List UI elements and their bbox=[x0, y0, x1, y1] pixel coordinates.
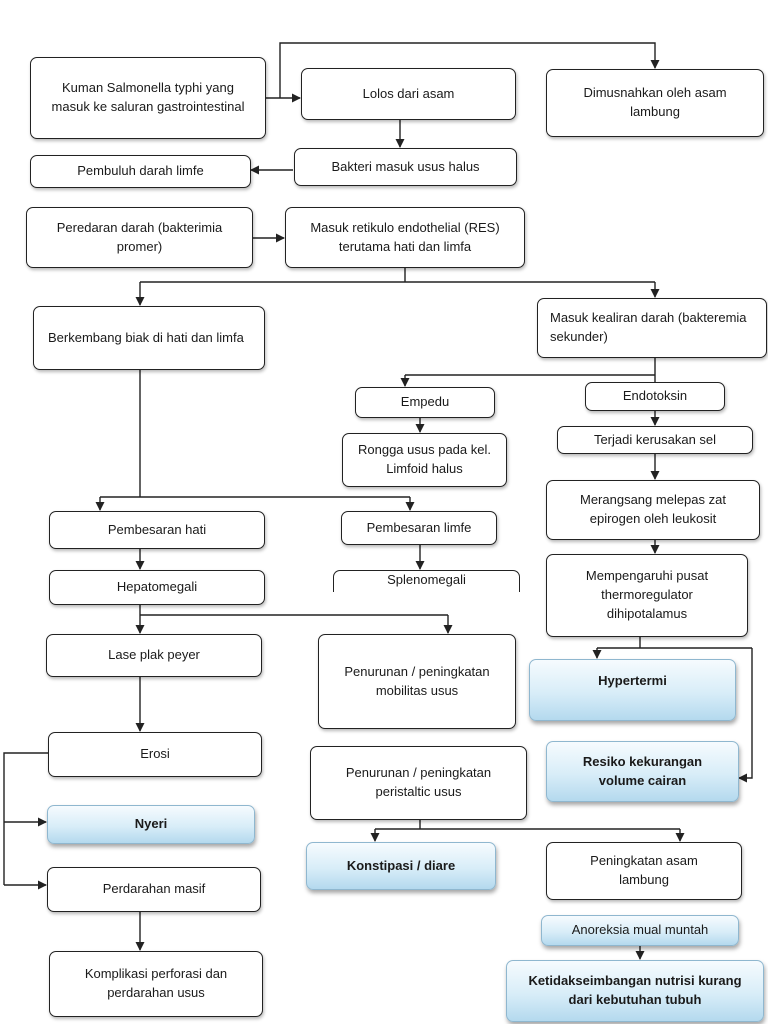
node-hypertermi: Hypertermi bbox=[529, 659, 736, 721]
node-erosi: Erosi bbox=[48, 732, 262, 777]
node-masuk-aliran: Masuk kealiran darah (bakteremia sekunde… bbox=[537, 298, 767, 358]
edge-right-resiko bbox=[738, 648, 753, 783]
node-kuman: Kuman Salmonella typhi yang masuk ke sal… bbox=[30, 57, 266, 139]
node-endotoksin: Endotoksin bbox=[585, 382, 725, 411]
node-dimusnahkan: Dimusnahkan oleh asam lambung bbox=[546, 69, 764, 137]
node-merangsang: Merangsang melepas zat epirogen oleh leu… bbox=[546, 480, 760, 540]
node-pembesaran-limfe: Pembesaran limfe bbox=[341, 511, 497, 545]
node-anoreksia: Anoreksia mual muntah bbox=[541, 915, 739, 946]
node-ketidakseimbangan: Ketidakseimbangan nutrisi kurang dari ke… bbox=[506, 960, 764, 1022]
node-hepatomegali: Hepatomegali bbox=[49, 570, 265, 605]
node-penurunan-peristaltic: Penurunan / peningkatan peristaltic usus bbox=[310, 746, 527, 820]
node-nyeri: Nyeri bbox=[47, 805, 255, 844]
node-masuk-res: Masuk retikulo endothelial (RES) terutam… bbox=[285, 207, 525, 268]
edge-split-berkembang bbox=[140, 281, 655, 305]
node-peningkatan-asam: Peningkatan asam lambung bbox=[546, 842, 742, 900]
edge-kuman-dimusnahkan bbox=[279, 42, 660, 98]
node-komplikasi: Komplikasi perforasi dan perdarahan usus bbox=[49, 951, 263, 1017]
node-pembuluh: Pembuluh darah limfe bbox=[30, 155, 251, 188]
edge-split-lase bbox=[140, 614, 448, 633]
node-splenomegali: Splenomegali bbox=[333, 570, 520, 592]
node-kerusakan: Terjadi kerusakan sel bbox=[557, 426, 753, 454]
node-peredaran: Peredaran darah (bakterimia promer) bbox=[26, 207, 253, 268]
node-lolos: Lolos dari asam bbox=[301, 68, 516, 120]
node-empedu: Empedu bbox=[355, 387, 495, 418]
node-resiko: Resiko kekurangan volume cairan bbox=[546, 741, 739, 802]
node-mempengaruhi: Mempengaruhi pusat thermoregulator dihip… bbox=[546, 554, 748, 637]
node-berkembang: Berkembang biak di hati dan limfa bbox=[33, 306, 265, 370]
edge-split-hypertermi bbox=[597, 647, 752, 658]
node-pembesaran-hati: Pembesaran hati bbox=[49, 511, 265, 549]
edge-aliran-empedu bbox=[405, 374, 655, 386]
node-konstipasi: Konstipasi / diare bbox=[306, 842, 496, 890]
node-bakteri-usus: Bakteri masuk usus halus bbox=[294, 148, 517, 186]
edge-split-konstipasi bbox=[375, 828, 680, 841]
node-lase: Lase plak peyer bbox=[46, 634, 262, 677]
node-penurunan-mobilitas: Penurunan / peningkatan mobilitas usus bbox=[318, 634, 516, 729]
edge-erosi-rail bbox=[3, 752, 48, 885]
node-rongga: Rongga usus pada kel. Limfoid halus bbox=[342, 433, 507, 487]
node-perdarahan: Perdarahan masif bbox=[47, 867, 261, 912]
